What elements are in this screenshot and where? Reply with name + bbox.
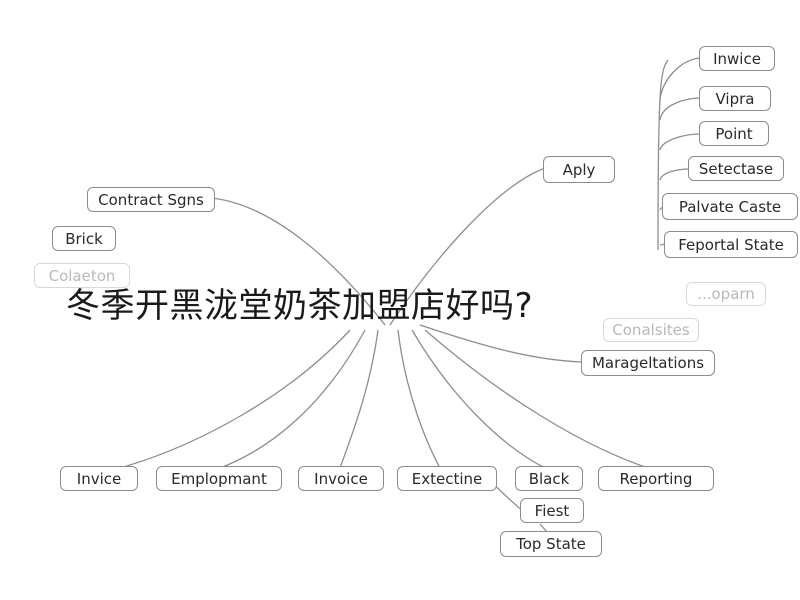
edge-trunk-setectase: [659, 168, 691, 181]
overlay-title: 冬季开黑泷堂奶茶加盟店好吗?: [66, 286, 534, 326]
node-reporting[interactable]: Reporting: [598, 466, 714, 491]
node-contract-sgns[interactable]: Contract Sgns: [87, 187, 215, 212]
node-black[interactable]: Black: [515, 466, 583, 491]
edge-center-extectine: [397, 329, 441, 469]
node-brick[interactable]: Brick: [52, 226, 116, 251]
edge-center-contract: [211, 197, 386, 326]
node-inwice[interactable]: Inwice: [699, 46, 775, 71]
node-palvate-caste[interactable]: Palvate Caste: [662, 193, 798, 220]
edge-center-reporting: [424, 329, 649, 469]
edge-center-black: [411, 329, 546, 469]
node-fiest[interactable]: Fiest: [520, 498, 584, 523]
node-aply[interactable]: Aply: [543, 156, 615, 183]
node-coparn[interactable]: ...oparn: [686, 282, 766, 306]
node-vipra[interactable]: Vipra: [699, 86, 771, 111]
edge-center-invoice: [339, 329, 379, 469]
node-setectase[interactable]: Setectase: [688, 156, 784, 181]
node-invoice[interactable]: Invoice: [298, 466, 384, 491]
edge-trunk-vipra: [659, 97, 701, 121]
edge-trunk-inwice: [659, 57, 701, 101]
edge-center-emplopmant: [219, 329, 366, 469]
node-top-state[interactable]: Top State: [500, 531, 602, 557]
node-marageltations[interactable]: Marageltations: [581, 350, 715, 376]
node-extectine[interactable]: Extectine: [397, 466, 497, 491]
edge-center-marageltations: [419, 324, 583, 363]
edge-center-aply: [389, 167, 546, 326]
node-point[interactable]: Point: [699, 121, 769, 146]
node-invice[interactable]: Invice: [60, 466, 138, 491]
node-emplopmant[interactable]: Emplopmant: [156, 466, 282, 491]
edge-trunk-point: [659, 133, 701, 151]
edge-center-invice: [119, 329, 351, 469]
node-colation[interactable]: Colaeton: [34, 263, 130, 288]
node-feportal-state[interactable]: Feportal State: [664, 231, 798, 258]
node-conalsites[interactable]: Conalsites: [603, 318, 699, 342]
